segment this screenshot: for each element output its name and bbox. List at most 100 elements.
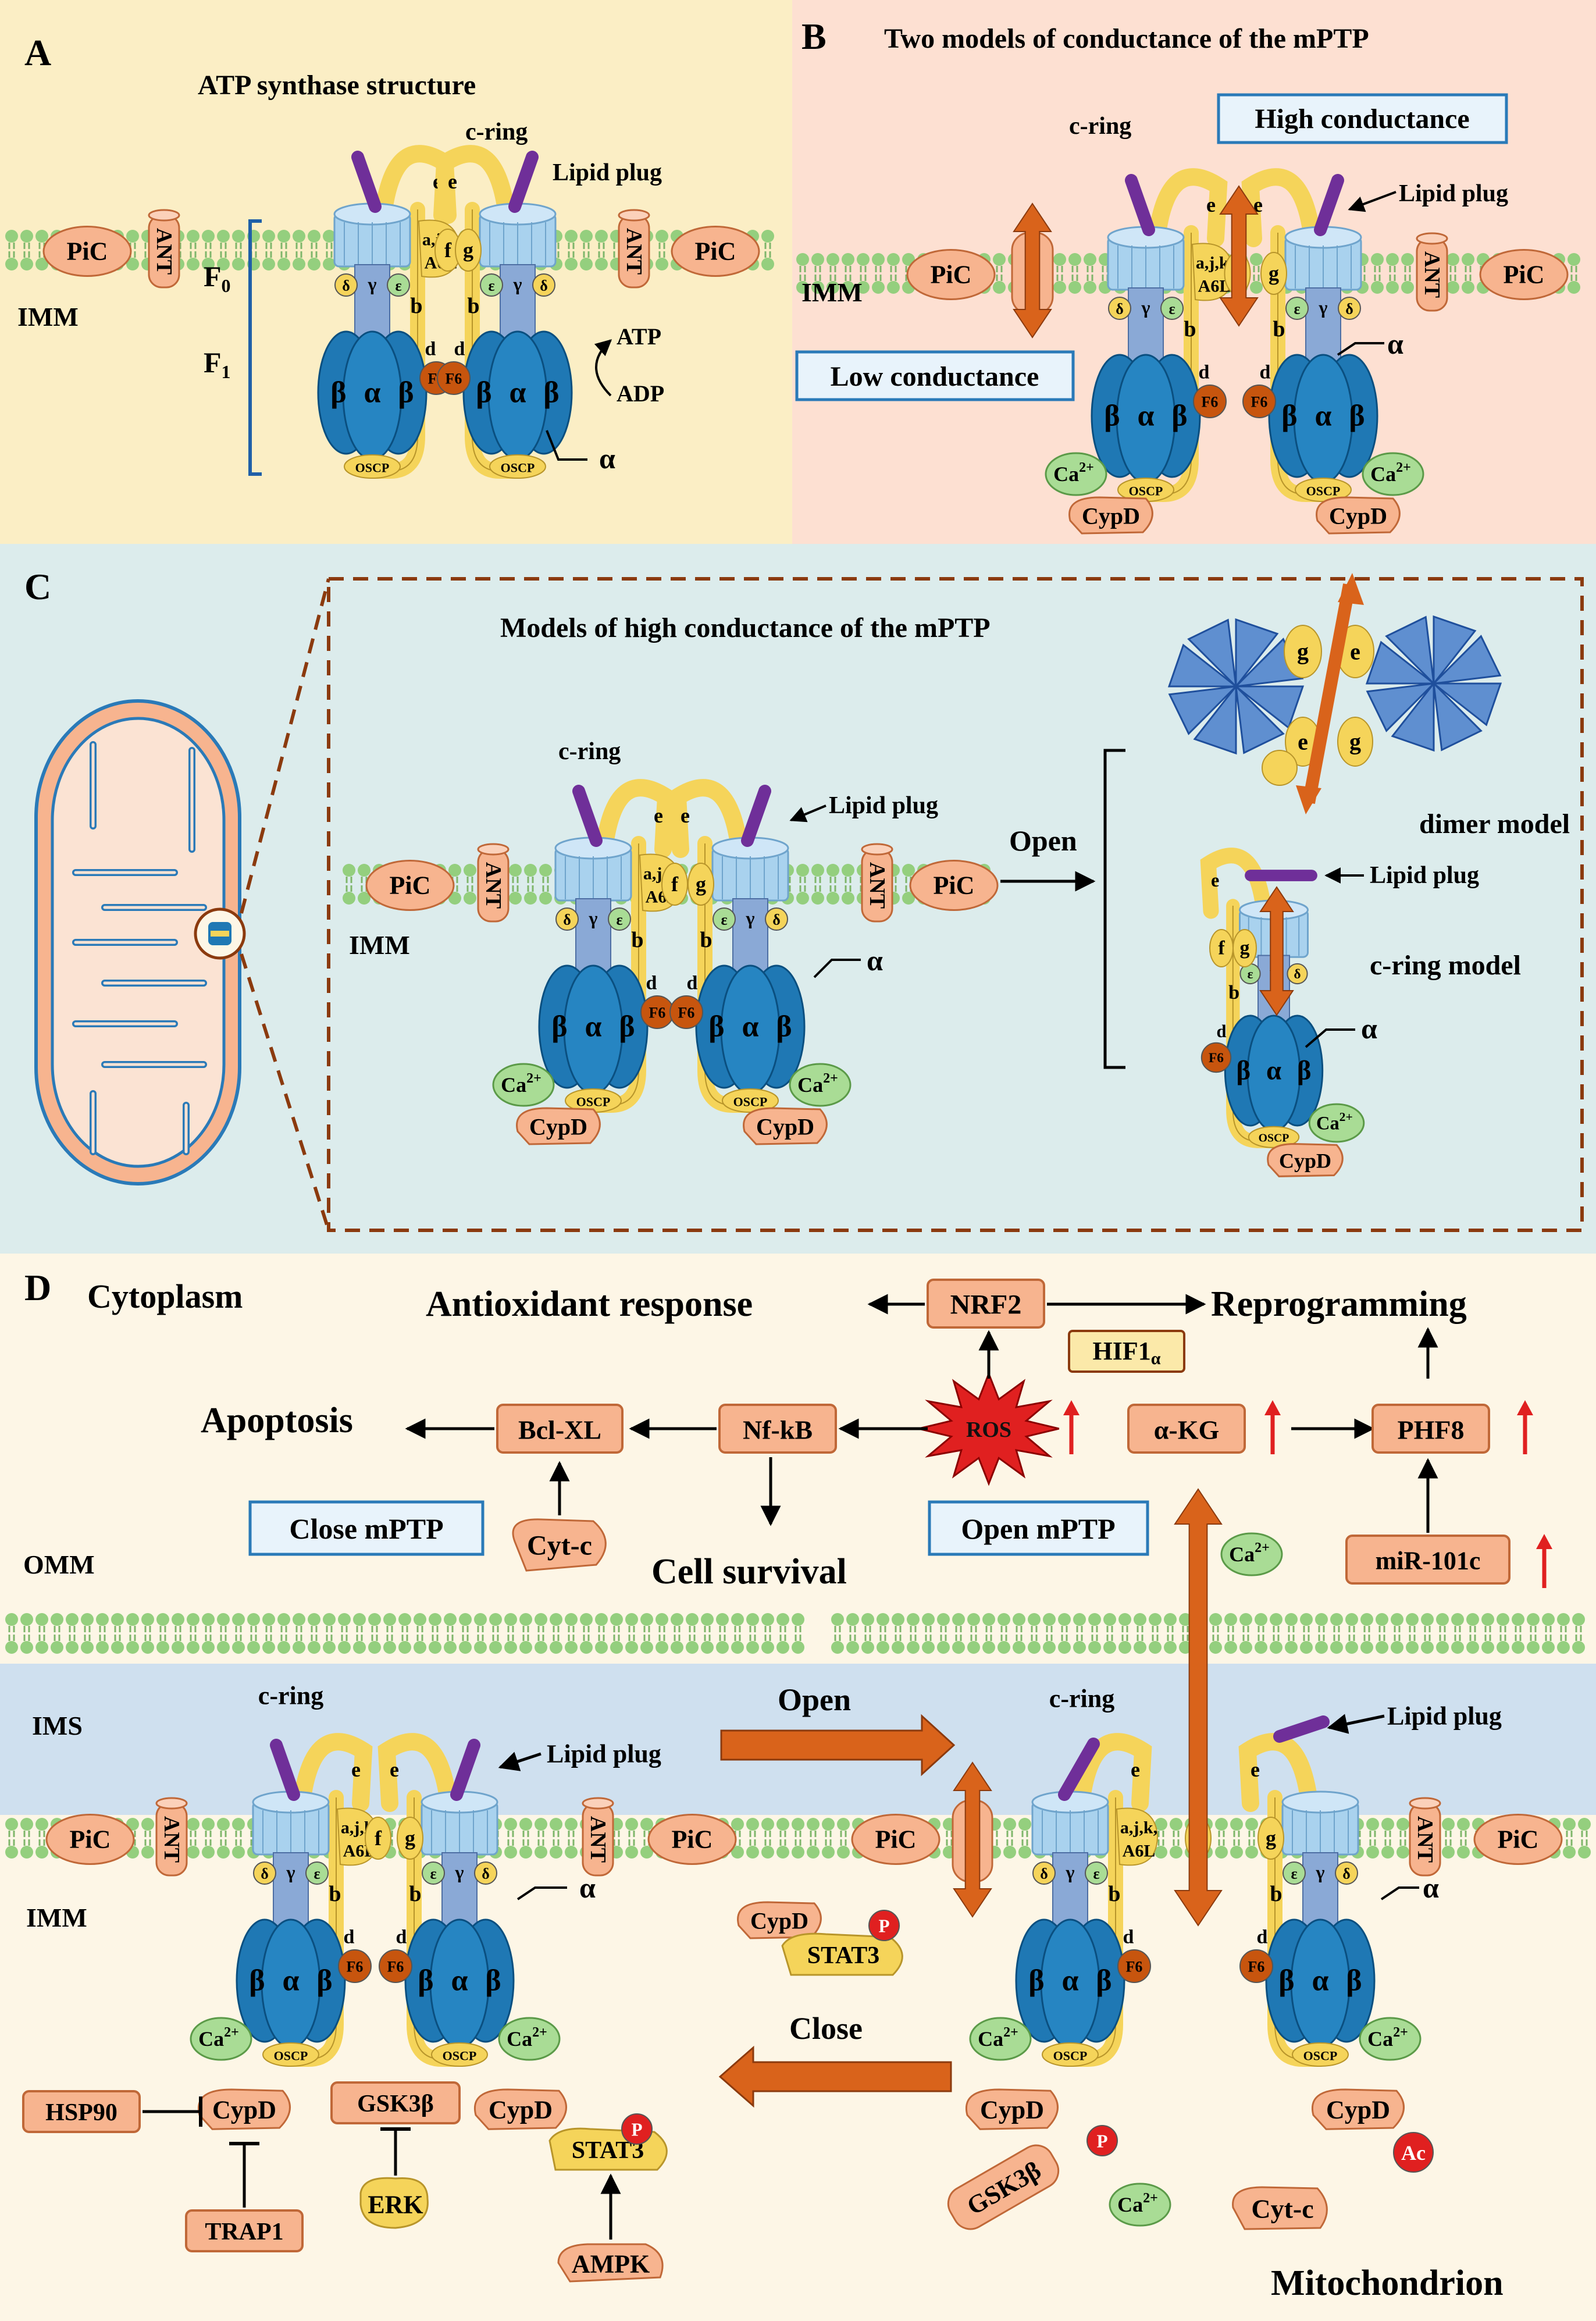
svg-text:g: g xyxy=(1349,729,1361,755)
svg-text:Ca2+: Ca2+ xyxy=(1367,2025,1408,2051)
high-conductance-box xyxy=(1217,93,1508,144)
oscp-subunit xyxy=(489,454,546,479)
c-ring-segment xyxy=(1433,615,1477,686)
svg-text:δ: δ xyxy=(772,912,781,928)
svg-text:β: β xyxy=(1278,1964,1294,1998)
lipid-plug-label-b: Lipid plug xyxy=(1399,180,1508,207)
svg-text:b: b xyxy=(631,928,643,952)
nrf2-box xyxy=(927,1279,1045,1329)
svg-text:ANT: ANT xyxy=(865,862,889,909)
svg-text:γ: γ xyxy=(286,1861,295,1882)
central-stalk xyxy=(441,1852,478,1929)
lipid-plug-pointer-c xyxy=(789,804,826,823)
svg-text:f: f xyxy=(444,238,452,262)
oscp-subunit xyxy=(1042,2042,1099,2067)
panel-b-title: Two models of conductance of the mPTP xyxy=(884,23,1369,54)
phospho-badge xyxy=(1086,2125,1118,2156)
calcium-ion: Ca2+ xyxy=(1362,452,1424,496)
svg-text:GSK3β: GSK3β xyxy=(357,2091,434,2117)
f-bracket xyxy=(248,219,262,476)
reprogramming-label: Reprogramming xyxy=(1211,1284,1467,1324)
svg-text:γ: γ xyxy=(1066,1861,1075,1882)
svg-text:Cyt-c: Cyt-c xyxy=(1251,2194,1313,2224)
svg-text:F6: F6 xyxy=(1202,394,1219,411)
f6-subunit xyxy=(1200,1042,1232,1073)
svg-text:β: β xyxy=(619,1010,635,1044)
open-mptp-box xyxy=(928,1500,1149,1556)
svg-text:OSCP: OSCP xyxy=(1129,484,1163,499)
svg-text:OSCP: OSCP xyxy=(733,1095,768,1109)
svg-text:PiC: PiC xyxy=(931,261,972,289)
lipid-plug xyxy=(270,1739,300,1801)
svg-text:PiC: PiC xyxy=(695,237,736,266)
f6-subunit xyxy=(1239,1949,1273,1983)
svg-text:OSCP: OSCP xyxy=(1053,2049,1088,2063)
c-ring xyxy=(1107,226,1185,291)
svg-text:ANT: ANT xyxy=(586,1816,610,1863)
nfkb-box xyxy=(718,1404,837,1454)
svg-text:OSCP: OSCP xyxy=(501,461,535,475)
pic-transporter: PiC xyxy=(671,226,760,277)
svg-text:α: α xyxy=(579,1871,596,1904)
svg-text:g: g xyxy=(1266,1827,1276,1850)
svg-text:CypD: CypD xyxy=(1279,1149,1331,1172)
omm-label: OMM xyxy=(23,1550,95,1579)
svg-text:δ: δ xyxy=(1345,301,1353,318)
svg-text:Bcl-XL: Bcl-XL xyxy=(518,1415,601,1445)
svg-text:CypD: CypD xyxy=(529,1114,587,1140)
svg-text:e: e xyxy=(1350,639,1360,665)
svg-text:β: β xyxy=(398,376,414,410)
svg-text:Ca2+: Ca2+ xyxy=(1229,1540,1270,1566)
svg-text:OSCP: OSCP xyxy=(1306,484,1341,499)
cytoplasm-label: Cytoplasm xyxy=(87,1277,243,1315)
calcium-ion: Ca2+ xyxy=(1220,1532,1283,1576)
pic-transporter: PiC xyxy=(647,1814,737,1865)
svg-text:α: α xyxy=(742,1010,758,1044)
svg-text:γ: γ xyxy=(589,907,598,928)
lipid-plug xyxy=(450,1739,480,1801)
svg-text:δ: δ xyxy=(1116,301,1124,318)
c-ring xyxy=(252,1790,330,1856)
cypd-protein: CypD xyxy=(198,2088,291,2130)
svg-text:ANT: ANT xyxy=(1413,1816,1437,1863)
svg-text:α: α xyxy=(1314,400,1331,433)
cytc-shape xyxy=(512,1518,607,1572)
svg-text:ε: ε xyxy=(1093,1866,1099,1882)
lipid-plug xyxy=(572,785,603,847)
svg-text:b: b xyxy=(700,928,712,952)
svg-text:g: g xyxy=(1240,938,1250,959)
dimer-arrow-head-bottom xyxy=(1296,785,1321,814)
calcium-ion: Ca2+ xyxy=(498,2017,561,2061)
svg-text:Close: Close xyxy=(789,2011,863,2046)
calcium-ion: Ca2+ xyxy=(1109,2183,1171,2227)
double-arrow xyxy=(953,1761,992,1918)
alpha-label-a: α xyxy=(599,442,615,475)
f6-subunit xyxy=(669,995,703,1029)
svg-text:ε: ε xyxy=(430,1866,436,1882)
imm-label-a: IMM xyxy=(17,302,79,332)
lipid-plug xyxy=(1058,1738,1100,1801)
calcium-ion: Ca2+ xyxy=(190,2017,252,2061)
svg-text:γ: γ xyxy=(513,273,522,294)
double-arrow xyxy=(1013,202,1052,339)
g-subunit-top xyxy=(1284,625,1322,678)
svg-text:β: β xyxy=(1297,1056,1312,1086)
svg-text:OSCP: OSCP xyxy=(443,2049,477,2063)
svg-text:α: α xyxy=(364,376,380,410)
svg-text:ROS: ROS xyxy=(966,1418,1011,1442)
cell-survival-label: Cell survival xyxy=(651,1552,847,1592)
g-subunit xyxy=(1257,1817,1284,1860)
svg-text:γ: γ xyxy=(1141,297,1150,318)
svg-text:δ: δ xyxy=(342,277,350,294)
ampk-shape xyxy=(557,2243,664,2283)
ant-channel: ANT xyxy=(1409,1797,1441,1877)
svg-text:CypD: CypD xyxy=(1329,503,1387,529)
svg-text:Ac: Ac xyxy=(1401,2141,1426,2165)
alpha-label-c2: α xyxy=(1361,1012,1377,1045)
high-conductance-label: High conductance xyxy=(1255,104,1469,134)
